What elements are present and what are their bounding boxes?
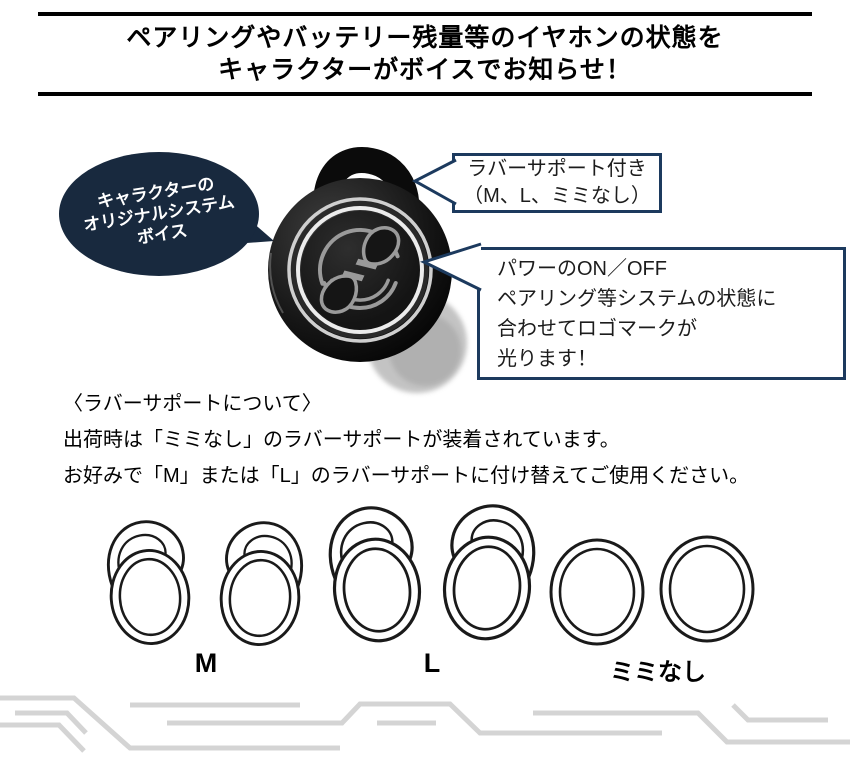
- callout2-line-3: 合わせてロゴマークが: [497, 318, 697, 340]
- callout2-line-1: パワーのON／OFF: [497, 258, 667, 280]
- support-m-right: [216, 518, 307, 649]
- circuit-trace-decoration: [0, 695, 850, 753]
- speech-bubble-shape: [59, 152, 274, 276]
- bezel-outer-ring: [287, 197, 433, 343]
- info-line-2: お好みで「M」または「L」のラバーサポートに付け替えてご使用ください。: [63, 465, 750, 487]
- logo-mark-icon: [312, 226, 401, 322]
- headline-banner: ペアリングやバッテリー残量等のイヤホンの状態を キャラクターがボイスでお知らせ！: [38, 12, 812, 96]
- info-heading: 〈ラバーサポートについて〉: [63, 393, 322, 415]
- callout1-line-2: （M、L、ミミなし）: [463, 185, 651, 207]
- rubber-support-info: 〈ラバーサポートについて〉 出荷時は「ミミなし」のラバーサポートが装着されていま…: [63, 386, 831, 494]
- support-noear-right: [659, 535, 755, 643]
- rubber-support-illustrations: [103, 499, 755, 649]
- speech-bubble-body: [59, 152, 259, 276]
- headline-line-2: キャラクターがボイスでお知らせ！: [218, 56, 632, 84]
- callout-logo-light: パワーのON／OFF ペアリング等システムの状態に 合わせてロゴマークが 光りま…: [477, 247, 846, 380]
- support-label-m: M: [194, 648, 218, 678]
- support-l-right: [437, 499, 541, 645]
- earbud-photo: [268, 147, 467, 393]
- bezel-inner-ring: [296, 206, 424, 334]
- support-label-noear: ミミなし: [610, 659, 706, 686]
- headline-line-1: ペアリングやバッテリー残量等のイヤホンの状態を: [126, 24, 724, 52]
- support-noear-left: [549, 538, 645, 646]
- callout-rubber-support: ラバーサポート付き （M、L、ミミなし）: [452, 153, 662, 213]
- body-rim-highlight: [269, 252, 284, 314]
- info-line-1: 出荷時は「ミミなし」のラバーサポートが装着されています。: [63, 429, 620, 451]
- callout2-line-4: 光ります！: [497, 348, 597, 370]
- callout1-tail: [411, 158, 457, 206]
- support-m-left: [103, 517, 194, 648]
- callout1-line-1: ラバーサポート付き: [467, 158, 647, 180]
- support-l-left: [323, 501, 427, 647]
- logo-emblem: [312, 226, 401, 322]
- callout2-tail: [420, 242, 482, 292]
- callout2-line-2: ペアリング等システムの状態に: [497, 288, 777, 310]
- bezel-gap-ring: [291, 201, 429, 339]
- support-label-l: L: [423, 648, 441, 678]
